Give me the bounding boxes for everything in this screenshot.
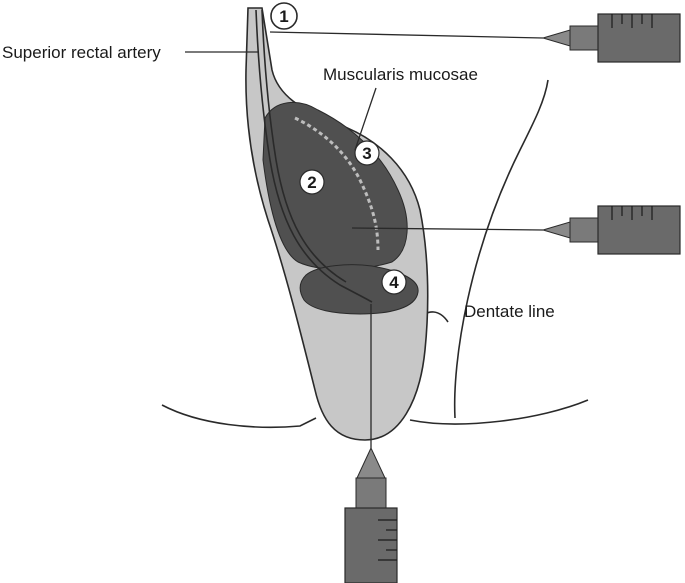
marker-1: 1 [270, 2, 298, 30]
muscularis-mucosae-line [294, 116, 380, 251]
svg-text:1: 1 [279, 7, 288, 26]
internal-hemorrhoid [262, 101, 408, 270]
label-superior-rectal-artery: Superior rectal artery [2, 43, 161, 62]
marker-2: 2 [299, 169, 325, 195]
syringe-bottom [344, 446, 398, 583]
syringe-middle [541, 205, 681, 255]
label-muscularis-mucosae: Muscularis mucosae [323, 65, 478, 84]
leader-lines [185, 31, 544, 448]
superior-rectal-artery-vessel [255, 9, 373, 303]
svg-text:3: 3 [362, 144, 371, 163]
syringe-top [541, 13, 681, 63]
marker-3: 3 [354, 140, 380, 166]
svg-text:2: 2 [307, 173, 316, 192]
svg-text:4: 4 [389, 273, 399, 292]
marker-4: 4 [381, 269, 407, 295]
label-dentate-line: Dentate line [464, 302, 555, 321]
